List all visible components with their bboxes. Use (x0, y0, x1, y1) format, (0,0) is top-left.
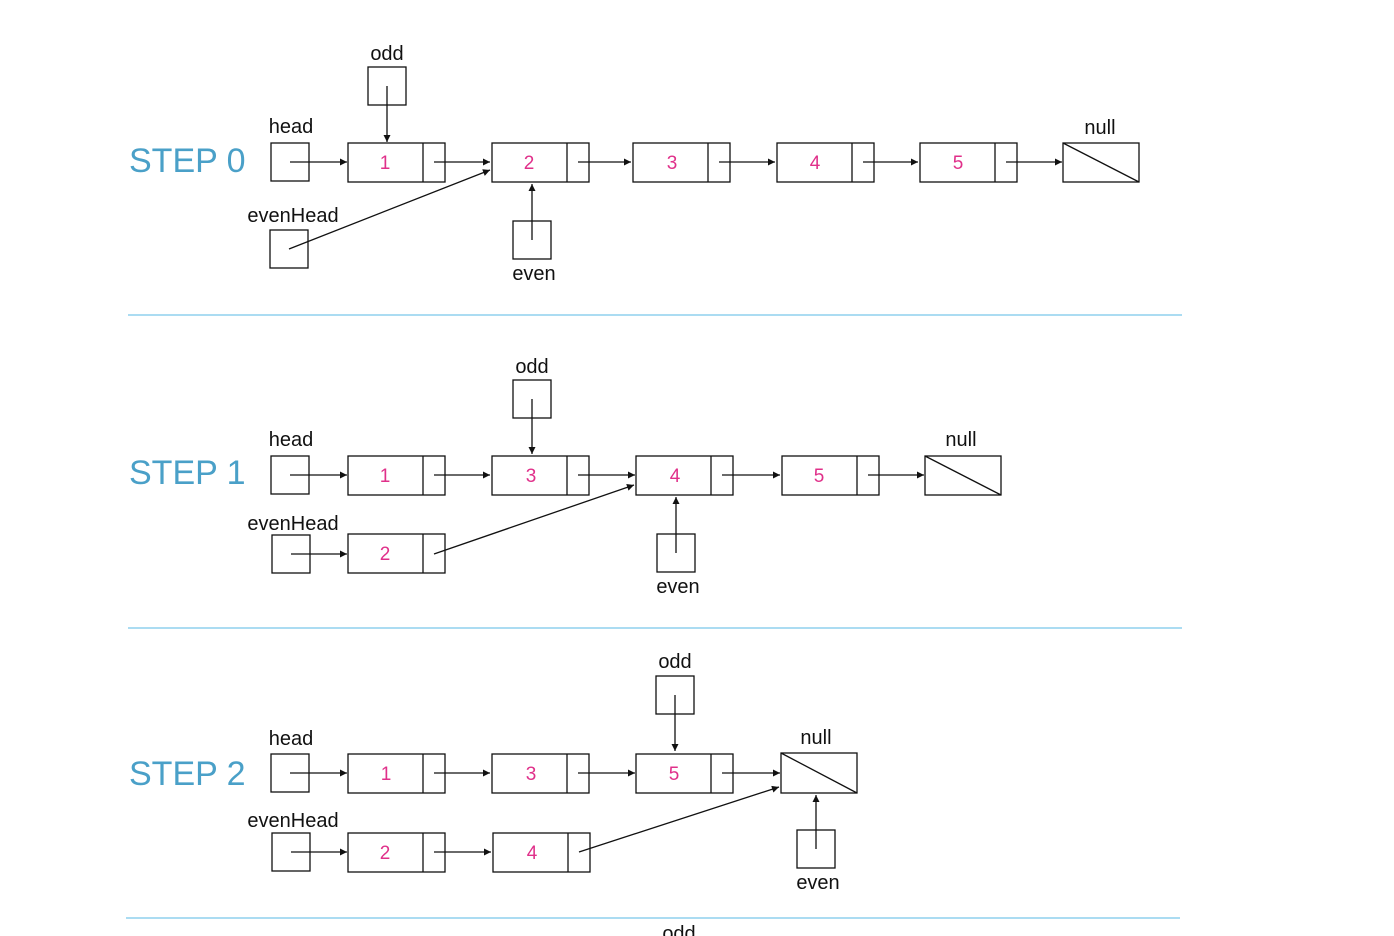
list-node: 2 (491, 142, 590, 183)
list-node: 3 (491, 455, 590, 496)
list-node: 3 (491, 753, 590, 794)
node-value: 3 (667, 153, 678, 174)
evenhead-label: evenHead (247, 205, 338, 227)
node-value: 2 (380, 544, 391, 565)
list-node: 3 (632, 142, 731, 183)
step-1: STEP 1 odd head 1 3 4 5 (129, 356, 1002, 598)
node-value: 1 (381, 764, 392, 785)
list-node: 1 (347, 455, 446, 496)
head-label: head (269, 429, 314, 451)
list-node: 4 (492, 832, 591, 873)
node-value: 2 (380, 843, 391, 864)
null-label: null (800, 727, 831, 749)
even-label: even (656, 576, 699, 598)
head-label: head (269, 116, 314, 138)
null-slash (1062, 142, 1140, 183)
node-value: 4 (810, 153, 821, 174)
step-0: STEP 0 odd head evenHead 1 2 3 (129, 43, 1140, 285)
node-value: 3 (526, 764, 537, 785)
step-label: STEP 1 (129, 454, 246, 492)
node-value: 5 (953, 153, 964, 174)
null-slash (780, 752, 858, 794)
even-label: even (512, 263, 555, 285)
list-node: 1 (347, 753, 446, 794)
null-slash (924, 455, 1002, 496)
node-value: 2 (524, 153, 535, 174)
list-node: 4 (776, 142, 875, 183)
null-label: null (1084, 117, 1115, 139)
list-node: 2 (347, 533, 446, 574)
node-value: 5 (814, 466, 825, 487)
odd-label: odd (515, 356, 548, 378)
node-value: 1 (380, 466, 391, 487)
list-node: 5 (781, 455, 880, 496)
next-arrow (578, 785, 780, 853)
list-node: 2 (347, 832, 446, 873)
node-value: 3 (526, 466, 537, 487)
node-value: 4 (670, 466, 681, 487)
odd-label-partial: odd (662, 923, 695, 936)
even-label: even (796, 872, 839, 894)
evenhead-label: evenHead (247, 810, 338, 832)
odd-label: odd (658, 651, 691, 673)
evenhead-pointer-arrow (288, 169, 491, 250)
null-label: null (945, 429, 976, 451)
next-arrow (433, 483, 635, 555)
node-value: 4 (527, 843, 538, 864)
step-label: STEP 0 (129, 142, 246, 180)
node-value: 1 (380, 153, 391, 174)
list-node: 1 (347, 142, 446, 183)
head-label: head (269, 728, 314, 750)
node-value: 5 (669, 764, 680, 785)
evenhead-label: evenHead (247, 513, 338, 535)
list-node: 4 (635, 455, 734, 496)
odd-label: odd (370, 43, 403, 65)
step-2: STEP 2 odd head 1 3 5 null evenHead (129, 651, 858, 894)
list-node: 5 (635, 753, 734, 794)
step-label: STEP 2 (129, 755, 246, 793)
list-node: 5 (919, 142, 1018, 183)
